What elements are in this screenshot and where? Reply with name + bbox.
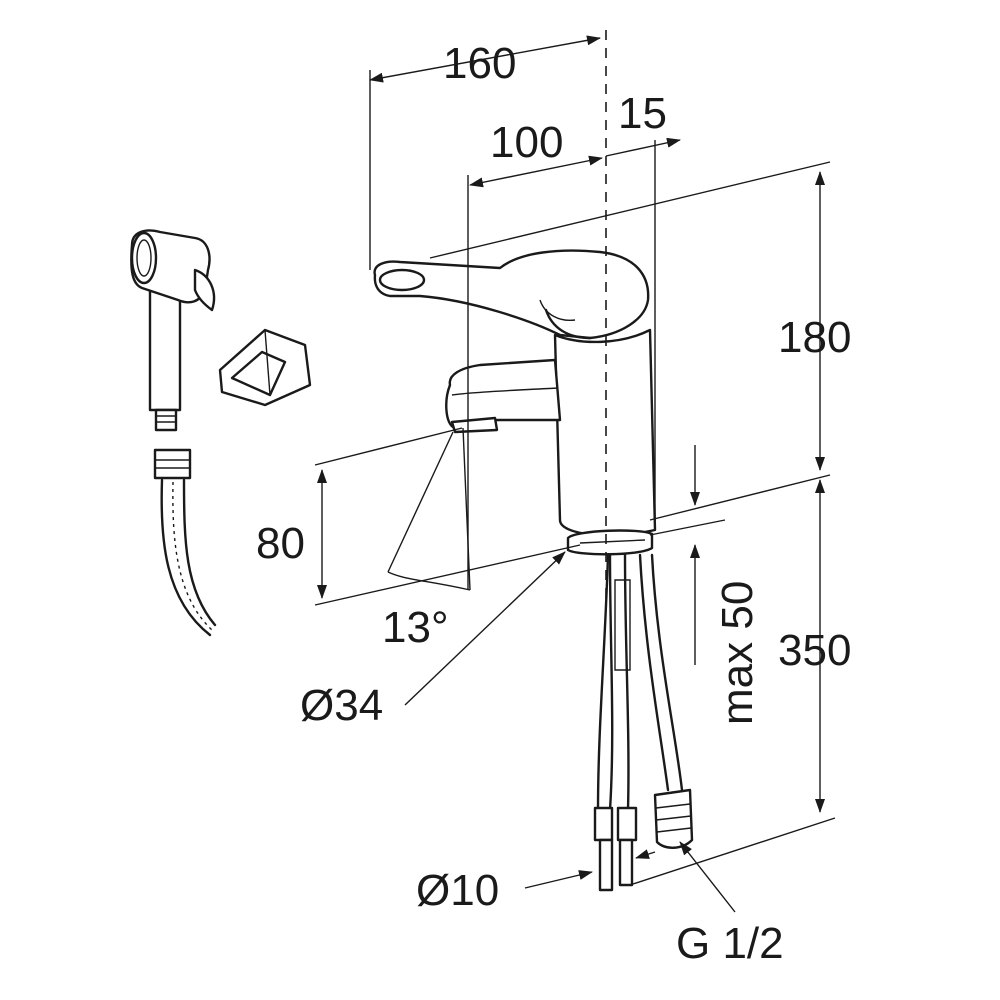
dimension-15: 15 [618,89,667,138]
dimension-100: 100 [490,118,563,167]
dimension-diameter-34: Ø34 [300,681,383,730]
dimension-160: 160 [443,39,516,88]
dimension-diameter-10: Ø10 [416,866,499,915]
dimension-80: 80 [256,519,305,568]
shower-hose [153,448,217,637]
faucet [373,30,657,600]
dimension-lines [314,35,836,913]
dimension-180: 180 [778,313,851,362]
wall-holder [218,328,312,407]
dimension-thread-g-half: G 1/2 [676,919,784,968]
supply-hoses [593,553,694,892]
dimension-13-degrees: 13° [382,603,449,652]
dimension-max-50: max 50 [713,581,762,725]
hand-shower [130,229,216,432]
dimension-350: 350 [778,626,851,675]
